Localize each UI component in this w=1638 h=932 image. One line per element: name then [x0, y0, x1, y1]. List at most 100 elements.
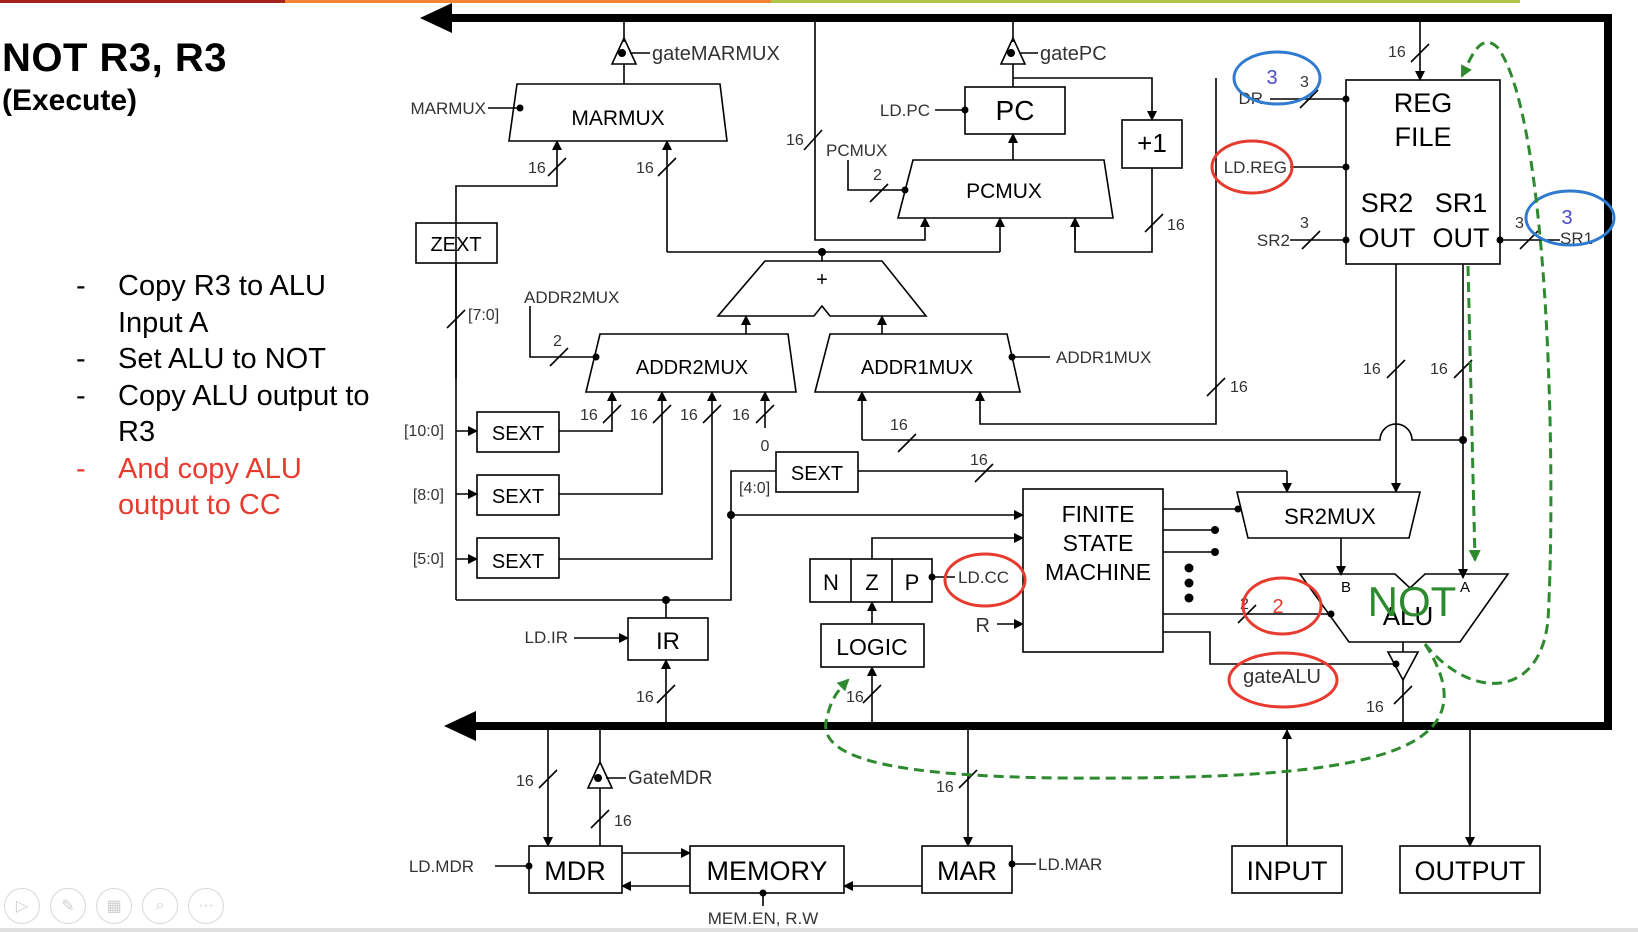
step-item: -Set ALU to NOT [76, 341, 376, 378]
address-adder [716, 260, 928, 317]
slides-button[interactable]: ▦ [96, 888, 132, 924]
output-label: OUTPUT [1415, 856, 1526, 886]
slide-subtitle: (Execute) [2, 84, 138, 117]
aluk-annotation-circle [1241, 576, 1323, 636]
logic-label: LOGIC [836, 634, 908, 660]
zext-label: ZEXT [430, 234, 481, 256]
adder-label: + [816, 269, 828, 291]
bullet-dash: - [76, 343, 86, 375]
bullet-dash: - [76, 452, 86, 485]
step-text: Copy R3 to ALU Input A [118, 270, 326, 339]
width-label: 16 [636, 689, 654, 706]
width-label: 16 [890, 417, 908, 434]
width-label: 16 [1366, 699, 1384, 716]
ld-reg-annotation-circle [1210, 139, 1294, 195]
reg-file-label-line2: FILE [1394, 122, 1451, 152]
ld-pc-signal: LD.PC [880, 101, 930, 120]
bitfield-10-0: [10:0] [404, 423, 444, 440]
pc-label: PC [996, 95, 1035, 126]
constant-zero: 0 [761, 438, 770, 455]
pcmux-block [896, 159, 1114, 219]
alu-to-regfile-path [1423, 40, 1553, 685]
sr2-signal: SR2 [1257, 231, 1290, 250]
addr2mux-block [584, 333, 797, 393]
aluk-annotation-value: 2 [1272, 596, 1283, 618]
gate-alu-annotation-circle [1227, 651, 1339, 709]
ld-mar-signal: LD.MAR [1038, 855, 1102, 874]
ir-label: IR [656, 628, 680, 655]
gate-pc-signal: gatePC [1040, 43, 1107, 65]
step-item: -Copy ALU output to R3 [76, 378, 376, 451]
top-bar-segment-1 [0, 0, 285, 3]
sr1-annotation-value: 3 [1561, 207, 1572, 229]
width-label: 3 [1300, 74, 1309, 91]
memory-block [689, 845, 845, 894]
width-label: 16 [614, 813, 632, 830]
bitfield-7-0: [7:0] [468, 307, 499, 324]
memory-label: MEMORY [706, 856, 827, 886]
sext-4-0-block [775, 451, 859, 493]
sext-10-0-label: SEXT [492, 423, 544, 445]
input-label: INPUT [1247, 856, 1328, 886]
width-label: 16 [732, 407, 750, 424]
gate-alu-tristate [1386, 651, 1420, 682]
more-button[interactable]: ··· [188, 888, 224, 924]
ld-mdr-signal: LD.MDR [409, 857, 474, 876]
gate-marmux-signal: gateMARMUX [652, 43, 780, 65]
top-bus [420, 3, 1608, 33]
alu-block [1298, 573, 1510, 643]
width-label: 16 [636, 160, 654, 177]
sr2mux-block [1235, 491, 1422, 539]
width-label: 16 [846, 689, 864, 706]
width-label: 16 [1230, 379, 1248, 396]
ld-cc-signal: LD.CC [958, 568, 1009, 587]
reg-file-label-line1: REG [1394, 88, 1453, 118]
step-text: And copy ALU output to CC [118, 452, 302, 522]
alu-to-logic-path [824, 643, 1446, 780]
width-label: 16 [936, 779, 954, 796]
width-label: 16 [1363, 361, 1381, 378]
bottom-divider [0, 928, 1638, 932]
width-label: 16 [516, 773, 534, 790]
width-label: 16 [1167, 217, 1185, 234]
sext-5-0-label: SEXT [492, 551, 544, 573]
addr1mux-block [813, 333, 1021, 393]
more-icon: ··· [198, 897, 214, 914]
marmux-select-signal: MARMUX [410, 99, 486, 118]
width-label: 3 [1300, 215, 1309, 232]
step-list: -Copy R3 to ALU Input A -Set ALU to NOT … [76, 268, 376, 524]
ld-reg-signal: LD.REG [1224, 158, 1287, 177]
width-label: 16 [680, 407, 698, 424]
width-label: 16 [528, 160, 546, 177]
addr1mux-select-signal: ADDR1MUX [1056, 348, 1151, 367]
width-label: 3 [1515, 215, 1524, 232]
zoom-icon: ⌕ [155, 897, 165, 914]
reg-file-out1-label: OUT [1359, 223, 1416, 253]
marmux-label: MARMUX [571, 107, 664, 130]
bitfield-8-0: [8:0] [413, 487, 444, 504]
width-label: 16 [580, 407, 598, 424]
width-label: 16 [786, 132, 804, 149]
zoom-button[interactable]: ⌕ [142, 888, 178, 924]
step-item: -Copy R3 to ALU Input A [76, 268, 376, 341]
fsm-label-line3: MACHINE [1045, 559, 1151, 585]
play-button[interactable]: ▷ [4, 888, 40, 924]
sext-8-0-label: SEXT [492, 486, 544, 508]
cc-z-label: Z [865, 570, 878, 595]
top-bar-segment-3 [771, 0, 1520, 3]
mar-label: MAR [937, 856, 997, 886]
step-item-highlighted: -And copy ALU output to CC [76, 451, 376, 524]
width-label: 16 [1388, 44, 1406, 61]
addr2mux-select-signal: ADDR2MUX [524, 288, 619, 307]
bitfield-4-0: [4:0] [739, 480, 770, 497]
gate-alu-signal: gateALU [1243, 666, 1321, 688]
step-text: Copy ALU output to R3 [118, 379, 370, 449]
width-label: 2 [873, 167, 882, 184]
dr-annotation-circle [1232, 50, 1322, 106]
pen-button[interactable]: ✎ [50, 888, 86, 924]
ld-cc-annotation-circle [943, 552, 1027, 608]
reg-file-sr1-label: SR1 [1435, 188, 1488, 218]
alu-label: ALU [1383, 601, 1434, 631]
cc-n-label: N [823, 570, 839, 595]
alu-input-a-label: A [1460, 579, 1470, 596]
